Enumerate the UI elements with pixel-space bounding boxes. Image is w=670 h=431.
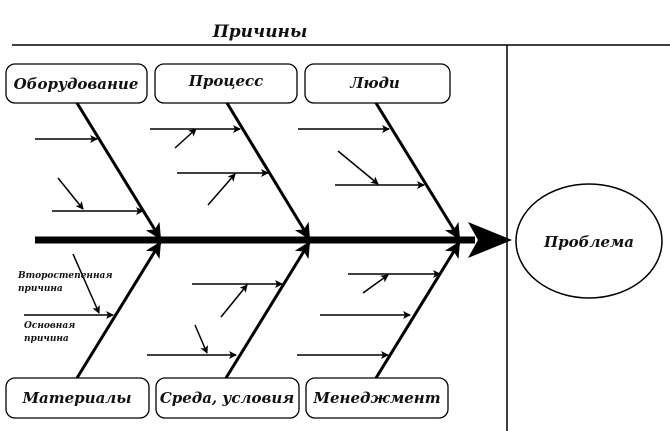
secondary-cause-arrow — [362, 274, 389, 294]
category-label: Менеджмент — [312, 389, 440, 407]
category-box-equipment: Оборудование — [5, 63, 148, 104]
secondary-cause-arrow — [207, 173, 236, 206]
bone-environment — [224, 241, 311, 379]
secondary-cause-arrow — [174, 128, 197, 149]
secondary-cause-arrow — [72, 253, 100, 314]
svg-text:Второстепенная: Второстепенная — [17, 271, 113, 281]
category-box-environment: Среда, условия — [155, 377, 300, 419]
category-box-people: Люди — [304, 63, 451, 104]
problem-ellipse — [515, 183, 663, 299]
category-label: Оборудование — [14, 75, 139, 93]
spine-arrowhead — [468, 222, 512, 258]
category-label: Процесс — [188, 72, 264, 90]
svg-text:причина: причина — [24, 334, 69, 344]
bone-process — [225, 102, 311, 240]
causes-process — [150, 125, 269, 206]
bone-equipment — [75, 102, 162, 240]
bone-management — [374, 241, 461, 379]
category-label: Среда, условия — [160, 389, 294, 407]
bone-materials — [75, 241, 162, 379]
svg-text:Основная: Основная — [24, 321, 75, 331]
causes-materials — [24, 253, 114, 319]
category-label: Материалы — [21, 389, 131, 407]
category-box-materials: Материалы — [5, 377, 150, 419]
secondary-cause-arrow — [220, 284, 248, 318]
causes-people — [298, 125, 425, 189]
legend-main-cause: Основная причина — [24, 321, 75, 344]
secondary-cause-arrow — [57, 177, 84, 210]
causes-equipment — [35, 135, 144, 215]
category-box-management: Менеджмент — [305, 377, 449, 419]
causes-header-title: Причины — [212, 22, 308, 42]
category-label: Люди — [349, 74, 400, 92]
legend-secondary-cause: Второстепенная причина — [17, 271, 113, 294]
problem-label: Проблема — [543, 233, 634, 251]
secondary-cause-arrow — [337, 150, 379, 185]
category-box-process: Процесс — [154, 63, 298, 104]
svg-text:причина: причина — [18, 284, 63, 294]
causes-environment — [147, 280, 283, 359]
bone-people — [374, 102, 461, 240]
causes-management — [297, 270, 441, 359]
secondary-cause-arrow — [194, 324, 208, 354]
